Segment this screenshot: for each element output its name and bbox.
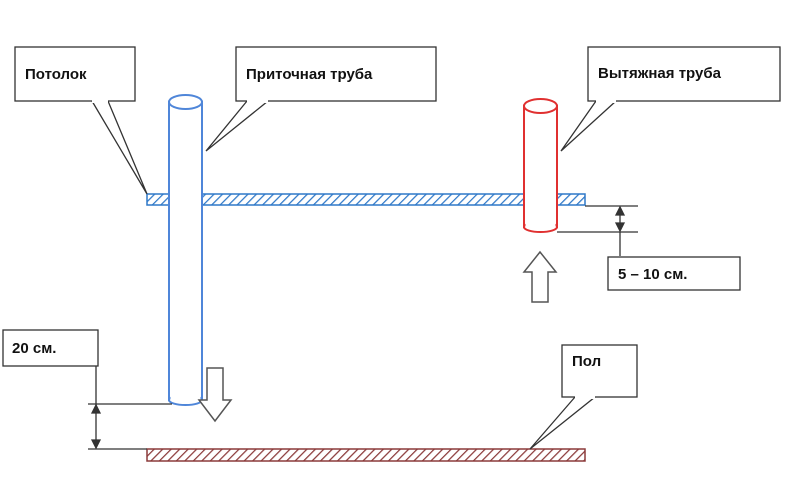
exhaust-pipe-callout: Вытяжная труба: [560, 46, 781, 152]
air-inflow-arrow-icon: [197, 367, 233, 423]
ceiling-gap-dimension: [557, 205, 638, 256]
floor-gap-label-box: 20 см.: [2, 329, 99, 367]
exhaust-pipe: [523, 98, 558, 233]
ceiling-slab: [146, 193, 586, 206]
ceiling-gap-label: 5 – 10 см.: [618, 266, 687, 283]
ceiling-gap-label-box: 5 – 10 см.: [607, 256, 741, 291]
air-outflow-arrow-icon: [522, 250, 558, 303]
floor-gap-label: 20 см.: [12, 340, 56, 357]
floor-slab: [146, 448, 586, 462]
exhaust-pipe-callout-label: Вытяжная труба: [598, 65, 722, 82]
floor-gap-dimension: [88, 366, 172, 450]
supply-pipe-callout-label: Приточная труба: [246, 66, 373, 83]
supply-pipe-callout: Приточная труба: [205, 46, 437, 152]
supply-pipe: [168, 94, 203, 406]
floor-callout-label: Пол: [572, 353, 601, 370]
ceiling-callout-label: Потолок: [25, 66, 87, 83]
ceiling-callout: Потолок: [14, 46, 148, 195]
floor-callout: Пол: [529, 344, 638, 450]
